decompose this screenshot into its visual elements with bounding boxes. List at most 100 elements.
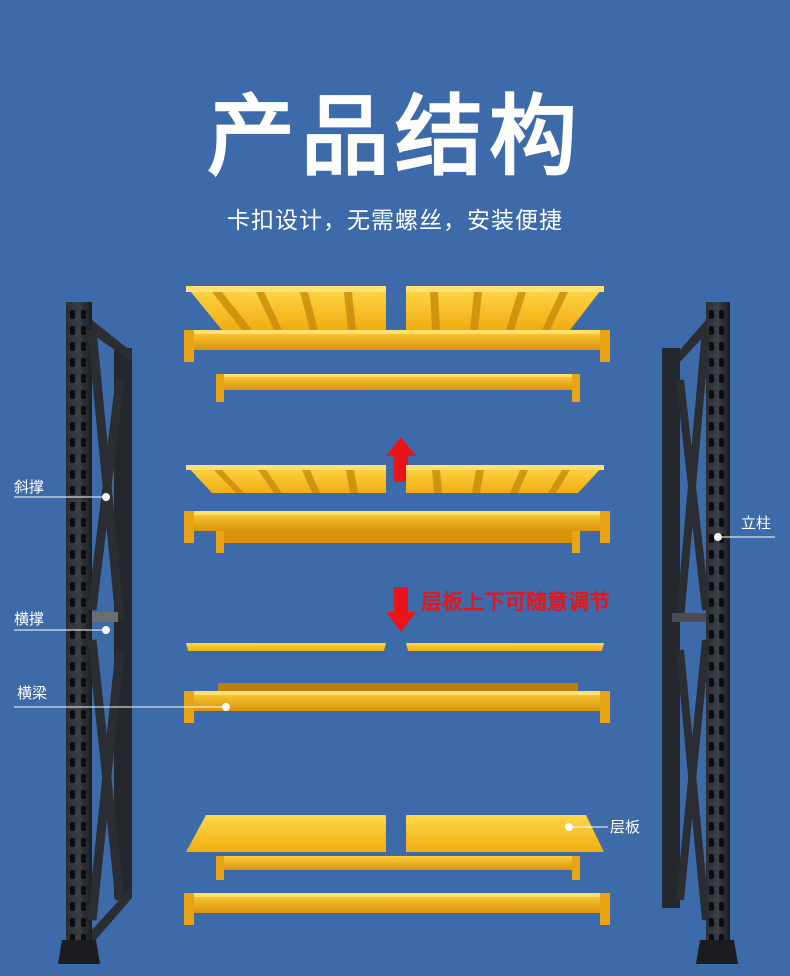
post-hole xyxy=(709,790,714,799)
post-hole xyxy=(70,918,75,927)
post-hole xyxy=(709,822,714,831)
post-hole xyxy=(70,630,75,639)
post-hole xyxy=(719,902,724,911)
post-hole xyxy=(719,886,724,895)
post-hole xyxy=(709,838,714,847)
post-hole xyxy=(70,598,75,607)
post-hole xyxy=(70,422,75,431)
shelf-panel-left xyxy=(186,643,386,651)
page-subtitle: 卡扣设计，无需螺丝，安装便捷 xyxy=(227,208,563,234)
shelf-panel-left xyxy=(186,286,386,330)
post-hole xyxy=(70,886,75,895)
post-hole xyxy=(70,790,75,799)
front-beam xyxy=(184,330,610,362)
post-hole xyxy=(81,678,86,687)
post-hole xyxy=(81,374,86,383)
shelf-panel-right xyxy=(406,815,604,852)
post-hole xyxy=(719,438,724,447)
post-hole xyxy=(70,342,75,351)
post-hole xyxy=(81,310,86,319)
post-hole xyxy=(719,870,724,879)
back-beam xyxy=(216,856,580,880)
post-hole xyxy=(709,806,714,815)
post-hole xyxy=(719,566,724,575)
post-hole xyxy=(70,566,75,575)
post-hole xyxy=(70,374,75,383)
label-horizontal-brace: 横撑 xyxy=(14,610,45,628)
post-hole xyxy=(719,710,724,719)
post-hole xyxy=(719,854,724,863)
post-hole xyxy=(81,726,86,735)
post-hole xyxy=(70,822,75,831)
post-hole xyxy=(719,358,724,367)
right-back-post xyxy=(662,348,680,908)
post-hole xyxy=(719,326,724,335)
post-hole xyxy=(70,406,75,415)
post-hole xyxy=(709,870,714,879)
front-beam xyxy=(184,683,610,723)
post-hole xyxy=(719,310,724,319)
page-title: 产品结构 xyxy=(206,85,583,188)
post-hole xyxy=(719,790,724,799)
callout-lines xyxy=(14,493,775,831)
post-hole xyxy=(709,550,714,559)
post-hole xyxy=(70,310,75,319)
post-hole xyxy=(709,358,714,367)
post-hole xyxy=(70,438,75,447)
label-upright: 立柱 xyxy=(741,514,772,532)
front-beam xyxy=(184,893,610,925)
post-hole xyxy=(719,550,724,559)
post-hole xyxy=(719,678,724,687)
post-hole xyxy=(70,614,75,623)
post-hole xyxy=(709,630,714,639)
post-hole xyxy=(709,774,714,783)
post-hole xyxy=(709,726,714,735)
post-hole xyxy=(70,326,75,335)
post-hole xyxy=(81,774,86,783)
post-hole xyxy=(70,358,75,367)
move-down-arrow xyxy=(386,587,416,632)
post-hole xyxy=(81,822,86,831)
post-hole xyxy=(719,342,724,351)
post-hole xyxy=(81,710,86,719)
post-hole xyxy=(719,470,724,479)
post-hole xyxy=(709,598,714,607)
shelf-level-4 xyxy=(184,815,610,925)
post-hole xyxy=(70,454,75,463)
post-hole xyxy=(709,406,714,415)
post-hole xyxy=(709,326,714,335)
post-hole xyxy=(709,742,714,751)
shelf-level-1 xyxy=(184,286,610,402)
front-beam xyxy=(184,511,610,553)
post-hole xyxy=(81,358,86,367)
post-hole xyxy=(719,774,724,783)
post-hole xyxy=(81,422,86,431)
post-hole xyxy=(70,534,75,543)
post-hole xyxy=(70,710,75,719)
post-hole xyxy=(81,742,86,751)
post-hole xyxy=(81,342,86,351)
post-hole xyxy=(709,582,714,591)
post-hole xyxy=(709,902,714,911)
post-hole xyxy=(81,614,86,623)
shelf-panel-right xyxy=(406,465,604,493)
post-hole xyxy=(81,758,86,767)
post-hole xyxy=(709,566,714,575)
post-hole xyxy=(709,310,714,319)
post-hole xyxy=(709,854,714,863)
post-hole xyxy=(709,422,714,431)
post-hole xyxy=(709,390,714,399)
post-hole xyxy=(719,630,724,639)
post-hole xyxy=(81,550,86,559)
post-hole xyxy=(70,662,75,671)
post-hole xyxy=(719,726,724,735)
post-hole xyxy=(70,758,75,767)
post-hole xyxy=(81,454,86,463)
post-hole xyxy=(719,502,724,511)
post-hole xyxy=(81,694,86,703)
post-hole xyxy=(70,838,75,847)
right-upright-frame xyxy=(662,302,738,964)
label-diagonal-brace: 斜撑 xyxy=(14,478,45,496)
post-hole xyxy=(81,566,86,575)
post-hole xyxy=(81,630,86,639)
